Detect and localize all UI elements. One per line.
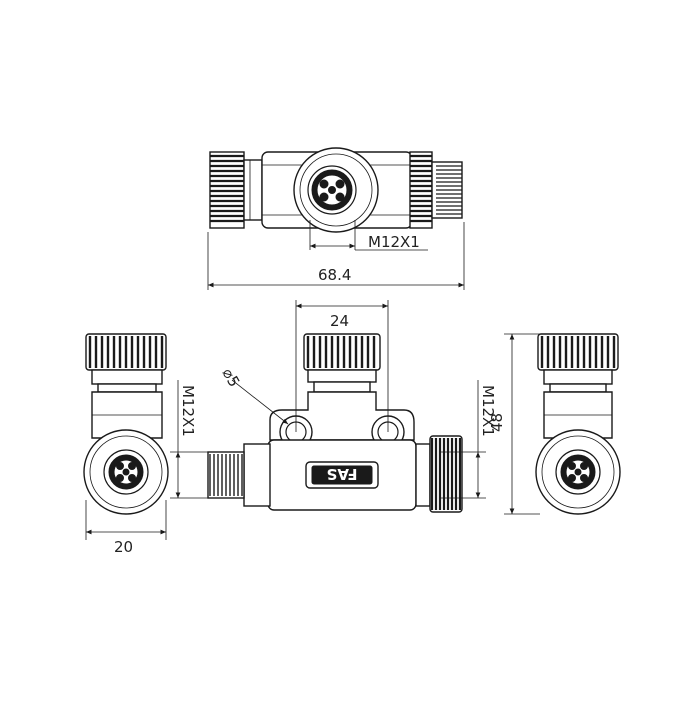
left-view: 20 M12X1: [83, 333, 250, 556]
left-thread-label: M12X1: [179, 385, 197, 437]
dim-thread-top: M12X1: [309, 220, 428, 251]
overall-length-label: 68.4: [318, 266, 351, 284]
top-left-knurled-nut: [209, 151, 263, 229]
right-view: 48: [488, 333, 621, 515]
right-height-label: 48: [488, 413, 506, 432]
center-width-label: 24: [330, 312, 349, 330]
brand-logo: FAS: [327, 465, 358, 483]
right-thread-label: M12X1: [479, 385, 497, 437]
brand-plate-inner: [311, 465, 373, 485]
top-right-thread: [409, 151, 463, 229]
thread-top-label: M12X1: [368, 233, 420, 251]
top-view: M12X1 68.4: [207, 147, 465, 290]
top-socket-face: [293, 147, 379, 233]
left-width-label: 20: [114, 538, 133, 556]
front-view: FAS 24 ⌀5 M12X1: [207, 300, 497, 513]
dim-overall-length: 68.4: [207, 222, 465, 290]
